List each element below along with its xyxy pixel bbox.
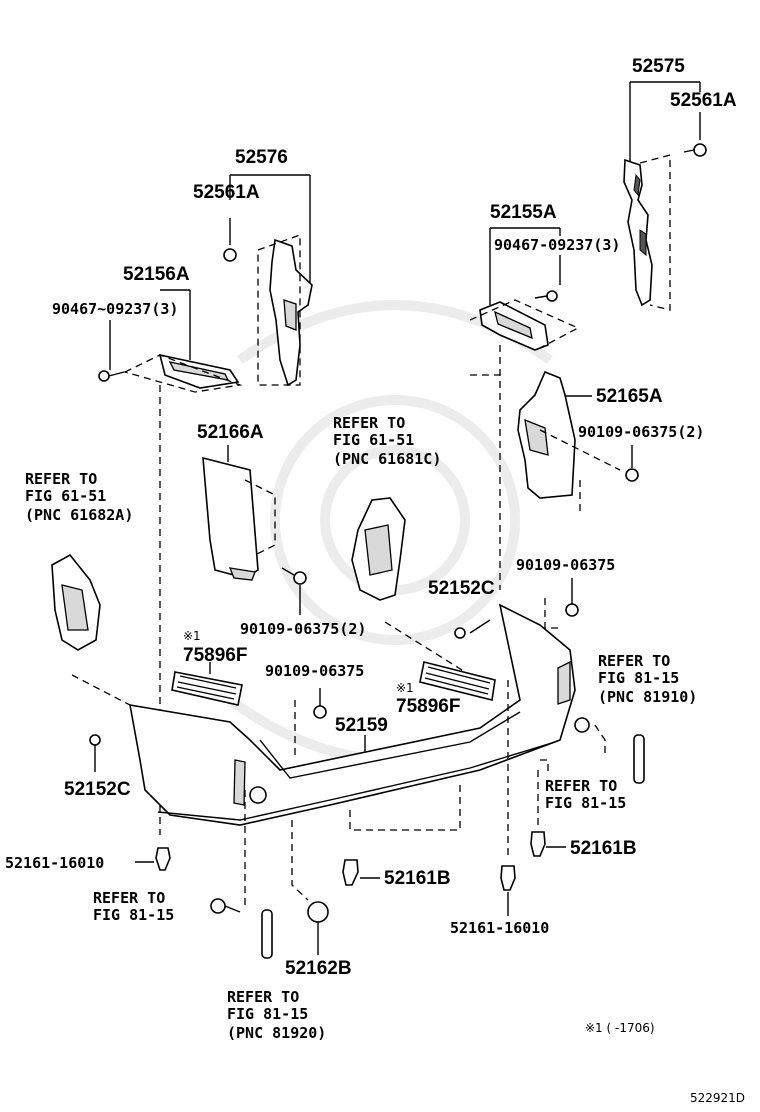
ref-61681C-line2: FIG 61-51	[333, 431, 414, 449]
label-52156A: 52156A	[123, 264, 190, 285]
ref-81920-line2: FIG 81-15	[227, 1005, 308, 1023]
dash-52575	[639, 154, 671, 311]
bolt-90467-right	[534, 290, 558, 302]
mark-75896F-right: ※1	[396, 681, 414, 695]
dash-52576	[257, 234, 301, 386]
leader-52575	[629, 81, 701, 162]
label-52161-16010-right: 52161-16010	[450, 919, 549, 937]
ref-81910-line3: (PNC 81910)	[598, 688, 697, 706]
ref-81920-line3: (PNC 81920)	[227, 1024, 326, 1042]
bolt-90109-upper	[565, 603, 579, 617]
label-52166A: 52166A	[197, 422, 264, 443]
label-90109-2-right: 90109-06375(2)	[578, 423, 704, 441]
ref-61681C-line1: REFER TO	[333, 414, 405, 432]
label-90109-lower: 90109-06375	[265, 662, 364, 680]
leader-52152C-upper	[469, 619, 491, 634]
ref-61682A-line2: FIG 61-51	[25, 487, 106, 505]
ref-81910-line1: REFER TO	[598, 652, 670, 670]
footnote: ※1 ( -1706)	[585, 1021, 655, 1035]
label-90467-right: 90467-09237(3)	[494, 236, 620, 254]
label-52161B-mid: 52161B	[384, 868, 451, 889]
leader-52155A	[489, 227, 561, 305]
bracket-52575	[623, 158, 653, 307]
label-75896F-left: 75896F	[183, 645, 247, 666]
piece-52165A	[517, 370, 576, 499]
dash-90109-upper	[544, 598, 560, 629]
leader-52156A	[109, 289, 191, 370]
ref-61682A-line1: REFER TO	[25, 470, 97, 488]
label-52561A-left: 52561A	[193, 182, 260, 203]
label-52159: 52159	[335, 715, 388, 736]
label-52575: 52575	[632, 56, 685, 77]
ref-81-15-left-line2: FIG 81-15	[93, 906, 174, 924]
cap-52162B	[307, 901, 329, 923]
reflector-81910	[633, 734, 645, 784]
label-52161-16010-left: 52161-16010	[5, 854, 104, 872]
label-52576: 52576	[235, 147, 288, 168]
label-52162B: 52162B	[285, 958, 352, 979]
plate-75896F-left	[171, 671, 243, 706]
bolt-52561A-left	[223, 248, 237, 262]
bolt-90109-lower	[313, 705, 327, 719]
label-52161B-right: 52161B	[570, 838, 637, 859]
dash-52156A	[123, 354, 243, 393]
ref-61681C-line3: (PNC 61681C)	[333, 450, 441, 468]
bracket-52576	[269, 238, 313, 387]
piece-61681C	[351, 497, 406, 601]
bolt-90109-2-right	[625, 468, 639, 482]
plate-75896F-right	[419, 661, 496, 701]
label-75896F-right: 75896F	[396, 696, 460, 717]
label-52165A: 52165A	[596, 386, 663, 407]
dash-61681C	[384, 621, 471, 676]
ref-81-15-right2-line2: FIG 81-15	[545, 794, 626, 812]
bulb-81-15-left	[210, 898, 241, 914]
piece-52166A	[202, 456, 259, 581]
bolt-52561A-top	[683, 143, 707, 157]
dash-61682A	[71, 674, 131, 706]
label-90109-upper: 90109-06375	[516, 556, 615, 574]
label-52152C-upper: 52152C	[428, 578, 495, 599]
diagram-code: 522921D	[690, 1091, 745, 1105]
ref-81920-line1: REFER TO	[227, 988, 299, 1006]
dash-52165A	[539, 429, 621, 471]
ref-61682A-line3: (PNC 61682A)	[25, 506, 133, 524]
dash-52155A	[469, 299, 580, 349]
label-52561A-top: 52561A	[670, 90, 737, 111]
clip-52152C-upper	[454, 627, 466, 639]
dash-52161B-mid	[349, 785, 461, 831]
label-52155A: 52155A	[490, 202, 557, 223]
bolt-90467-left	[98, 370, 125, 382]
label-52152C-lower: 52152C	[64, 779, 131, 800]
clip-52161-16010-right	[500, 865, 516, 891]
ref-81910-line2: FIG 81-15	[598, 669, 679, 687]
reflector-81920	[261, 909, 273, 959]
piece-61682A	[51, 553, 101, 651]
ref-81-15-right2-line1: REFER TO	[545, 777, 617, 795]
clip-52161B-right	[530, 831, 546, 857]
dash-52162B	[291, 820, 309, 901]
label-90467-left: 90467~09237(3)	[52, 300, 178, 318]
clip-52161-16010-left	[155, 847, 171, 871]
clip-52152C-lower	[89, 734, 101, 772]
bumper-52159	[129, 603, 576, 826]
ref-81-15-left-line1: REFER TO	[93, 889, 165, 907]
mark-75896F-left: ※1	[183, 629, 201, 643]
dash-right-bracket	[540, 759, 549, 775]
dash-52166A	[244, 479, 276, 556]
clip-52161B-mid	[342, 859, 359, 886]
bolt-90109-2-mid	[281, 567, 307, 585]
bulb-81-15-right	[574, 717, 590, 733]
dash-center-vertical	[470, 374, 501, 590]
leader-52576	[229, 174, 311, 290]
dash-81910	[594, 724, 606, 755]
label-90109-2-mid: 90109-06375(2)	[240, 620, 366, 638]
